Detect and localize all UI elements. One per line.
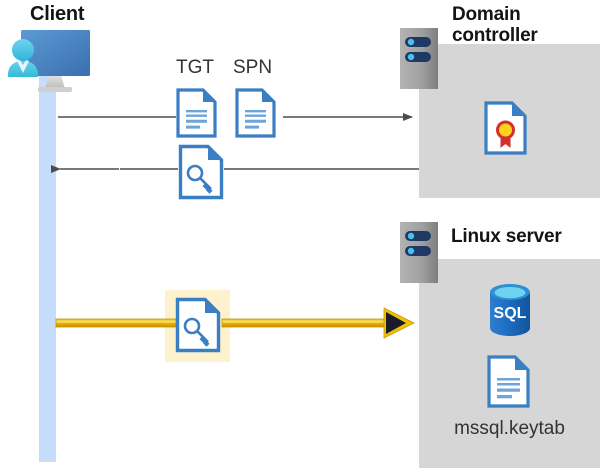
sql-label: SQL (494, 305, 527, 322)
tgt-document-icon (176, 88, 217, 143)
domain-controller-title-line2: controller (452, 25, 538, 47)
keytab-key-document-icon (175, 297, 221, 358)
certificate-document-icon (484, 101, 527, 160)
domain-controller-server-icon (400, 28, 438, 94)
keytab-document-icon (487, 355, 530, 413)
spn-label: SPN (233, 57, 273, 78)
linux-server-title: Linux server (451, 226, 562, 247)
linux-server-server-icon (400, 222, 438, 288)
flow-keytab-line (55, 307, 415, 339)
client-title: Client (30, 3, 85, 25)
keytab-filename-label: mssql.keytab (454, 418, 565, 439)
client-computer-icon (5, 27, 90, 99)
domain-controller-title: Domain controller (452, 4, 597, 47)
sql-database-icon: SQL (489, 283, 531, 342)
ticket-key-document-icon (178, 144, 224, 205)
domain-controller-title-line1: Domain (452, 4, 521, 25)
spn-document-icon (235, 88, 276, 143)
tgt-label: TGT (176, 57, 214, 78)
